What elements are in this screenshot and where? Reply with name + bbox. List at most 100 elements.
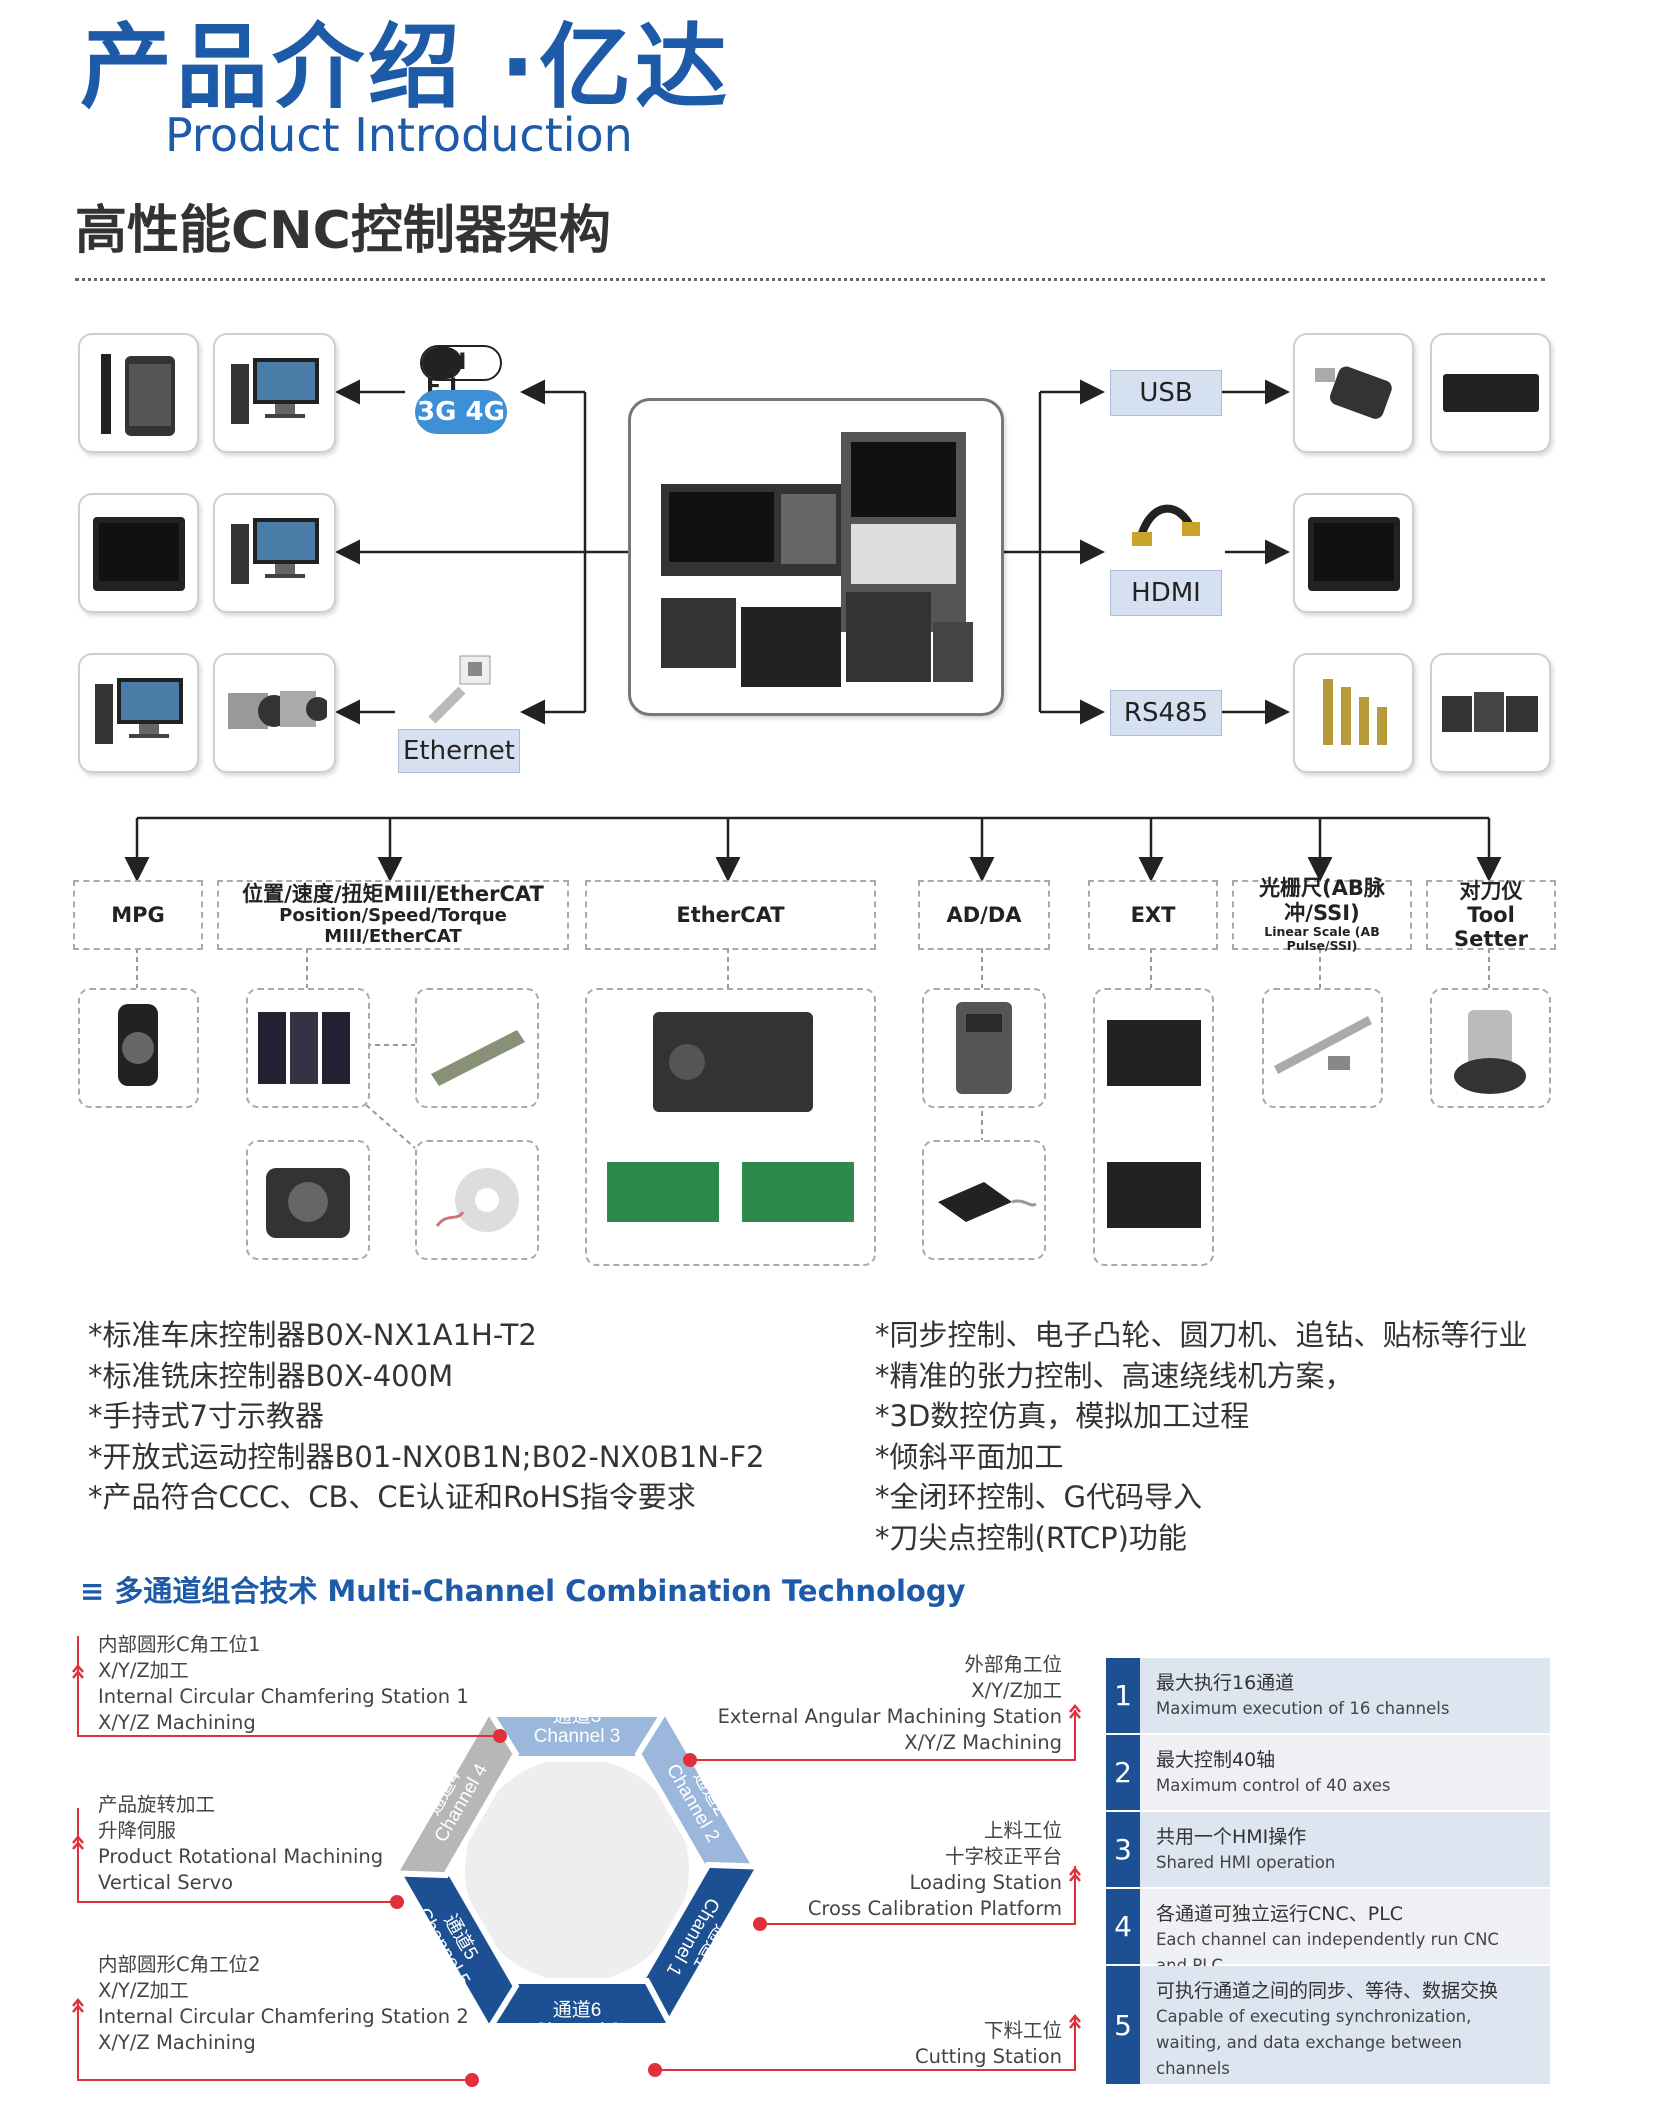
spec-row-cn: 最大控制40轴 <box>1156 1749 1276 1771</box>
multichannel-title: 多通道组合技术 Multi-Channel Combination Techno… <box>114 1574 966 1608</box>
section-title: 高性能CNC控制器架构 <box>75 201 611 261</box>
station-line: 外部角工位 <box>964 1653 1062 1676</box>
station-cutting: 下料工位 Cutting Station <box>800 2018 1062 2070</box>
linear-module-device <box>415 988 539 1108</box>
computer-icon <box>230 518 319 584</box>
feature-list-right: *同步控制、电子凸轮、圆刀机、追钻、贴标等行业 *精准的张力控制、高速绕线机方案… <box>875 1315 1528 1558</box>
station-line: 内部圆形C角工位1 <box>98 1633 261 1656</box>
desktop-computer-1 <box>213 333 336 453</box>
spec-row-number: 4 <box>1106 1889 1140 1964</box>
station-line: Cutting Station <box>915 2045 1062 2068</box>
station-line: 十字校正平台 <box>944 1845 1062 1868</box>
phone-icon <box>101 353 175 436</box>
sensor-icon <box>1322 679 1387 745</box>
spec-row-en: Capable of executing synchronization, wa… <box>1156 2007 1472 2078</box>
station-line: X/Y/Z加工 <box>98 1979 189 2002</box>
wifi-badge: WI FI <box>420 344 502 400</box>
spec-row-number: 5 <box>1106 1966 1140 2084</box>
wifi-icon <box>420 345 502 381</box>
ext-modules-group <box>1093 988 1214 1266</box>
linear-module-icon <box>431 1030 525 1086</box>
station-internal-chamfer-1: 内部圆形C角工位1 X/Y/Z加工 Internal Circular Cham… <box>98 1632 469 1736</box>
channel-6-en: Channel 6 <box>534 2020 621 2041</box>
motor-icon <box>1442 692 1538 732</box>
page-title: 产品介绍 ·亿达 <box>80 14 731 121</box>
spec-row-number: 2 <box>1106 1735 1140 1810</box>
servo-drive-icon <box>258 1012 350 1084</box>
computer-icon <box>230 358 319 424</box>
tool-setter-icon <box>1454 1010 1526 1094</box>
feature-item: *3D数控仿真，模拟加工过程 <box>875 1399 1250 1433</box>
servo-motor-device <box>246 1140 370 1260</box>
page-subtitle: Product Introduction <box>165 108 633 162</box>
feature-item: *产品符合CCC、CB、CE认证和RoHS指令要求 <box>88 1480 696 1514</box>
rs485-label: RS485 <box>1110 690 1222 736</box>
computer-icon <box>94 678 183 744</box>
category-tool-setter: 对刀仪 Tool Setter <box>1426 878 1556 951</box>
ethernet-cable-icon <box>422 652 502 728</box>
servo-motor-icon <box>266 1168 350 1238</box>
usb-drive-device <box>1293 333 1414 453</box>
encoder-icon <box>435 1168 519 1232</box>
station-line: Product Rotational Machining <box>98 1845 384 1868</box>
station-line: X/Y/Z Machining <box>98 1711 256 1734</box>
desktop-computer-3 <box>78 653 199 773</box>
adapter-icon <box>938 1182 1037 1222</box>
station-line: Vertical Servo <box>98 1871 234 1894</box>
station-line: 升降伺服 <box>98 1819 177 1842</box>
desktop-computer-2 <box>213 493 336 613</box>
sensor-rods-device <box>1293 653 1414 773</box>
usb-label: USB <box>1110 370 1222 416</box>
spec-row-en: Maximum control of 40 axes <box>1156 1776 1391 1795</box>
category-linear-scale-label-en: Linear Scale (AB Pulse/SSI) <box>1264 923 1380 954</box>
monitor-icon <box>1307 516 1400 591</box>
station-line: Cross Calibration Platform <box>807 1897 1062 1920</box>
mpg-handwheel-device <box>78 988 199 1108</box>
station-line: 内部圆形C角工位2 <box>98 1953 261 1976</box>
station-external-angular: 外部角工位 X/Y/Z加工 External Angular Machining… <box>700 1652 1062 1756</box>
io-adapter-device <box>922 1140 1046 1260</box>
station-line: Loading Station <box>909 1871 1062 1894</box>
servo-drive-device <box>246 988 370 1108</box>
dotted-divider <box>75 278 1545 281</box>
category-ad-da: AD/DA <box>918 880 1050 950</box>
ethercat-modules-group <box>585 988 876 1266</box>
category-ext-label: EXT <box>1130 902 1176 927</box>
linear-scale-icon <box>1274 1016 1372 1074</box>
feature-item: *全闭环控制、G代码导入 <box>875 1480 1202 1514</box>
spec-row-number: 1 <box>1106 1658 1140 1733</box>
feature-item: *标准车床控制器B0X-NX1A1H-T2 <box>88 1318 537 1352</box>
station-loading: 上料工位 十字校正平台 Loading Station Cross Calibr… <box>700 1818 1062 1922</box>
category-ethercat: EtherCAT <box>585 880 876 950</box>
ethercat-panel-icon <box>607 1012 854 1222</box>
keyboard-device <box>1430 333 1551 453</box>
category-mpg-label: MPG <box>111 902 165 927</box>
station-line: X/Y/Z Machining <box>98 2031 256 2054</box>
cnc-controller-group <box>628 398 1004 716</box>
feature-item: *刀尖点控制(RTCP)功能 <box>875 1520 1187 1555</box>
category-tool-setter-label-cn: 对刀仪 <box>1459 878 1523 903</box>
category-ethercat-label: EtherCAT <box>676 902 785 927</box>
handwheel-icon <box>118 1004 158 1086</box>
spec-row-number: 3 <box>1106 1812 1140 1887</box>
spec-row-cn: 各通道可独立运行CNC、PLC <box>1156 1903 1404 1925</box>
usb-drive-icon <box>1314 366 1392 419</box>
station-line: 下料工位 <box>983 2019 1062 2042</box>
spec-row-cn: 共用一个HMI操作 <box>1156 1826 1307 1848</box>
feature-item: *同步控制、电子凸轮、圆刀机、追钻、贴标等行业 <box>875 1318 1528 1352</box>
cnc-controller-icon <box>661 432 973 687</box>
multichannel-heading: ≡多通道组合技术 Multi-Channel Combination Techn… <box>80 1568 966 1610</box>
ext-module-icon <box>1107 1020 1201 1228</box>
channel-6-cn: 通道6 <box>553 1999 602 2021</box>
hdmi-label: HDMI <box>1110 570 1222 616</box>
spec-row-cn: 最大执行16通道 <box>1156 1672 1295 1694</box>
channel-3-en: Channel 3 <box>534 1726 621 1747</box>
category-ext: EXT <box>1088 880 1218 950</box>
hdmi-cable-icon <box>1130 490 1202 550</box>
category-servo-bus-label-cn: 位置/速度/扭矩MIII/EtherCAT <box>242 882 544 907</box>
channel-3-cn: 通道3 <box>553 1705 602 1727</box>
